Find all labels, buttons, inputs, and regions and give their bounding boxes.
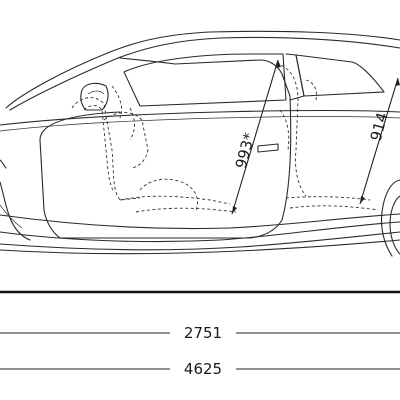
rear-headroom-line (359, 77, 399, 205)
rear-headroom-label: 914 (367, 111, 392, 143)
door-handle (257, 143, 279, 153)
front-headroom-label: 993* (232, 130, 259, 170)
sill-line (0, 213, 400, 230)
roof-line (5, 30, 400, 109)
door-outline (39, 57, 292, 239)
side-mirror (80, 82, 109, 111)
headroom-dimensions (231, 59, 400, 215)
side-window (123, 53, 287, 107)
front-headroom-line (231, 59, 279, 215)
rear-wheel-arch (380, 179, 400, 257)
wheelbase-label: 2751 (184, 324, 222, 342)
car-body (0, 30, 400, 257)
seats (71, 63, 379, 213)
belt-line (0, 109, 400, 126)
front-seat-cushion (119, 195, 231, 205)
front-seat-backrest (71, 97, 141, 201)
length-label: 4625 (184, 360, 222, 378)
rear-seat (275, 63, 307, 197)
